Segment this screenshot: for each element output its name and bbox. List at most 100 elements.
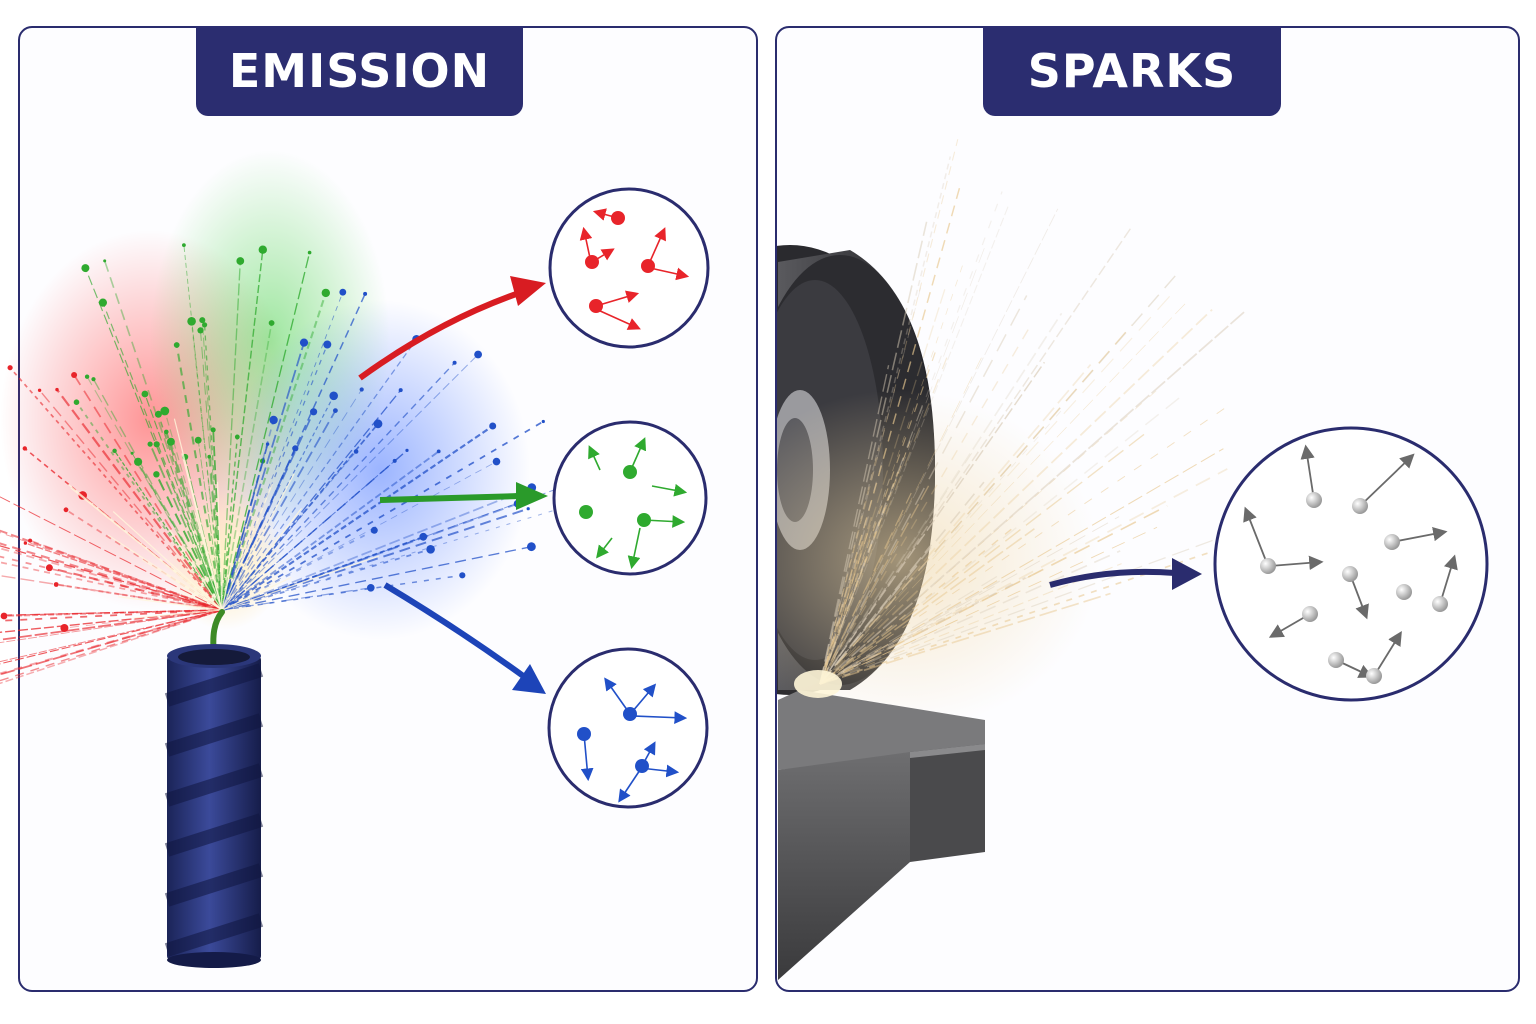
core-spark-ray (68, 484, 223, 611)
gray-particles-inset (1213, 426, 1489, 702)
red-spark-dot (53, 582, 59, 587)
blue-spark-ray (221, 548, 431, 611)
grinder-spark-ray (819, 592, 1111, 685)
blue-spark-ray (221, 501, 581, 611)
blue-spark-ray (221, 443, 269, 611)
blue-spark-dot (370, 526, 378, 534)
blue-spark-ray (221, 410, 337, 611)
green-spark-dot (81, 264, 90, 273)
grinder-spark-ray (819, 308, 1213, 685)
blue-spark-ray (221, 535, 424, 611)
red-spark-dot (23, 541, 28, 545)
grinder-spark-ray (819, 364, 1092, 685)
blue-spark-dot (426, 545, 435, 554)
green-spark-ray (155, 473, 223, 611)
blue-arrow (383, 582, 528, 681)
green-spark-dot (173, 342, 180, 348)
grinder-spark-ray (819, 619, 957, 685)
green-particles-inset (552, 420, 708, 576)
red-spark-dot (63, 507, 69, 513)
grinder-spark-ray (819, 208, 1059, 685)
green-spark-dot (73, 399, 80, 406)
blue-spark-dot (359, 387, 364, 392)
blue-spark-ray (221, 449, 408, 611)
green-spark-dot (207, 454, 211, 459)
core-spark-ray (141, 559, 223, 611)
red-spark-ray (0, 555, 223, 611)
red-spark-ray (0, 609, 223, 676)
grinder-spark-ray (819, 182, 962, 685)
green-spark-dot (91, 377, 96, 382)
grinder-spark-ray (819, 482, 931, 685)
grinder-spark-ray (819, 521, 1263, 685)
blue-spark-ray (221, 507, 529, 611)
core-spark-ray (173, 418, 223, 611)
green-spark-ray (103, 260, 223, 611)
blue-spark-dot (419, 532, 428, 541)
green-spark-dot (234, 434, 240, 440)
blue-spark-ray (221, 450, 440, 611)
blue-arrow-head (512, 664, 546, 694)
red-spark-ray (9, 367, 223, 611)
grinder-spark-ray (819, 598, 978, 685)
blue-spark-ray (221, 574, 463, 611)
green-spark-dot (321, 288, 330, 298)
core-spark-ray (221, 508, 302, 611)
core-spark-ray (221, 555, 380, 611)
green-spark-ray (75, 401, 223, 611)
green-spark-ray (221, 252, 311, 611)
green-spark-dot (194, 436, 202, 444)
red-spark-dot (71, 372, 78, 378)
grinder-spark-ray (819, 324, 1133, 685)
red-spark-dot (22, 446, 27, 451)
red-spark-ray (0, 574, 223, 611)
blue-spark-ray (221, 293, 366, 611)
green-spark-dot (112, 448, 117, 453)
blue-spark-dot (265, 442, 270, 446)
grinder-spark-ray (819, 312, 1063, 685)
core-spark-ray (169, 529, 223, 611)
blue-spark-ray (221, 389, 363, 611)
grinder-spark-ray (819, 574, 1000, 685)
grinder-spark-ray (819, 361, 1045, 685)
grinder-spark-ray (819, 447, 879, 685)
green-spark-ray (84, 267, 223, 611)
grinder-spark-ray (819, 139, 959, 685)
core-spark-ray (221, 576, 292, 611)
grinder-spark-ray (819, 191, 1003, 685)
green-spark-dot (258, 245, 267, 254)
red-spark-ray (0, 542, 223, 611)
blue-spark-dot (333, 408, 338, 413)
blue-spark-ray (221, 425, 494, 611)
blue-spark-dot (329, 391, 339, 401)
green-spark-dot (147, 441, 153, 447)
grinder-spark-ray (819, 278, 924, 685)
green-spark-dot (236, 257, 245, 265)
green-spark-dot (153, 471, 160, 478)
green-spark-ray (164, 410, 223, 611)
green-spark-ray (221, 322, 273, 611)
grinder-spark-ray (819, 269, 1181, 685)
blue-spark-dot (398, 388, 403, 393)
core-spark-ray (221, 531, 239, 611)
grinder-spark-ray (819, 526, 1158, 685)
grinder-spark-ray (819, 528, 1035, 685)
blue-spark-dot (474, 350, 482, 359)
green-spark-ray (170, 441, 223, 611)
blue-spark-ray (221, 420, 544, 611)
grinder-spark-ray (819, 532, 869, 685)
blue-spark-ray (221, 529, 375, 611)
red-spark-ray (0, 609, 223, 616)
red-spark-ray (0, 609, 223, 682)
green-spark-dot (154, 410, 162, 418)
blue-spark-dot (405, 448, 409, 452)
red-arrow (358, 289, 523, 381)
green-spark-dot (268, 320, 275, 326)
core-spark-ray (112, 511, 223, 611)
grinder-spark-ray (819, 441, 911, 685)
blue-spark-ray (221, 451, 357, 611)
grinder-spark-ray (819, 492, 912, 685)
red-spark-ray (0, 609, 223, 633)
grinder-spark-ray (819, 526, 1015, 685)
blue-spark-ray (221, 423, 379, 611)
